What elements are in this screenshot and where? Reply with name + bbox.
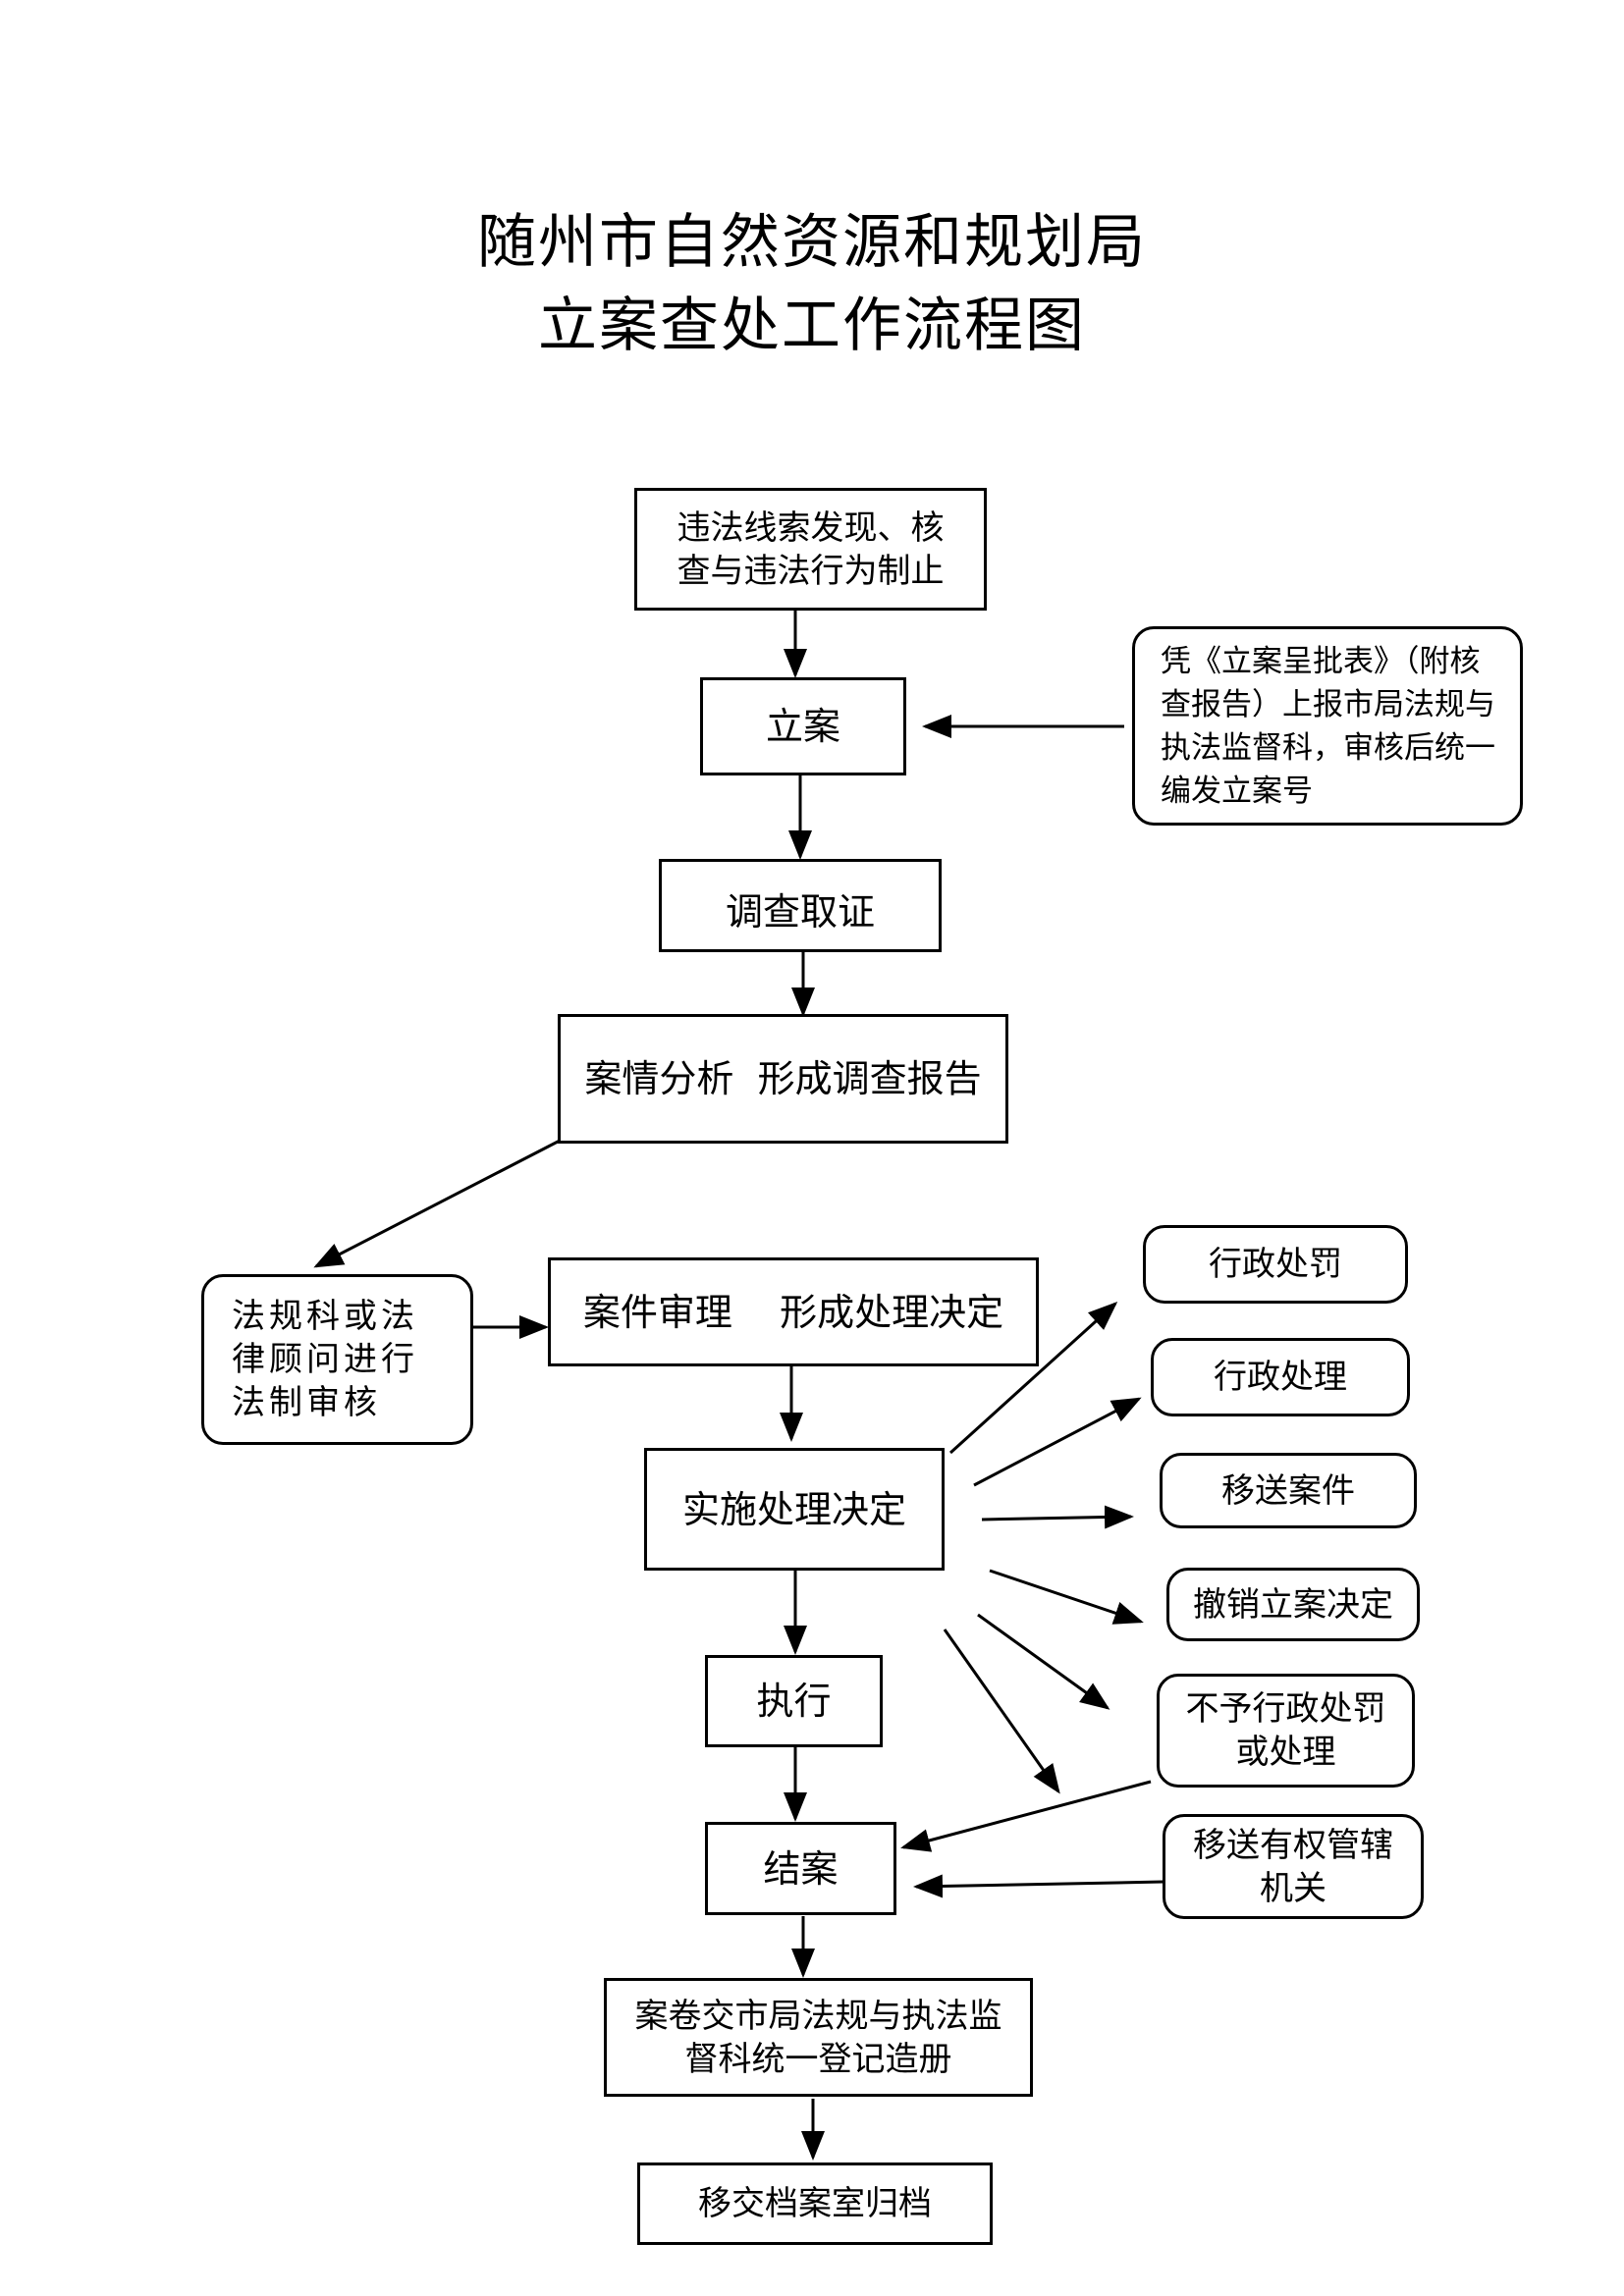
- node-revoke-filing: 撤销立案决定: [1166, 1568, 1420, 1641]
- arrow-analysis-to-review: [313, 1139, 561, 1268]
- node-admin-handling: 行政处理: [1151, 1338, 1410, 1416]
- node-legal-review: 法规科或法律顾问进行法制审核: [201, 1274, 473, 1445]
- page-subtitle: 立案查处工作流程图: [538, 292, 1086, 360]
- page-title: 随州市自然资源和规划局: [477, 208, 1147, 277]
- node-filing: 立案: [700, 677, 906, 775]
- node-investigation: 调查取证: [659, 859, 942, 952]
- arrow-implement-to-revoke: [989, 1569, 1144, 1625]
- arrow-implement-to-close: [943, 1629, 1060, 1794]
- node-admin-penalty: 行政处罚: [1143, 1225, 1408, 1304]
- node-clue-discovery: 违法线索发现、核查与违法行为制止: [634, 488, 987, 611]
- arrow-implement-to-handling: [973, 1397, 1142, 1487]
- arrow-implement-to-no-penalty: [977, 1613, 1110, 1710]
- arrow-implement-to-penalty: [948, 1301, 1118, 1455]
- arrow-no-penalty-to-close: [900, 1780, 1152, 1852]
- node-implement-decision: 实施处理决定: [644, 1448, 945, 1571]
- node-transfer-case: 移送案件: [1160, 1453, 1417, 1528]
- node-no-penalty: 不予行政处罚或处理: [1157, 1674, 1415, 1788]
- node-register-file: 案卷交市局法规与执法监督科统一登记造册: [604, 1978, 1033, 2097]
- arrow-implement-to-transfer: [981, 1505, 1134, 1529]
- node-case-analysis: 案情分析 形成调查报告: [558, 1014, 1008, 1144]
- node-transfer-authority: 移送有权管辖机关: [1163, 1814, 1424, 1919]
- arrow-authority-to-close: [913, 1874, 1164, 1898]
- node-archive: 移交档案室归档: [637, 2163, 993, 2245]
- node-execute: 执行: [705, 1655, 883, 1747]
- node-close-case: 结案: [705, 1822, 896, 1915]
- node-case-trial: 案件审理 形成处理决定: [548, 1257, 1039, 1366]
- node-filing-note: 凭《立案呈批表》（附核查报告）上报市局法规与执法监督科，审核后统一编发立案号: [1132, 626, 1523, 826]
